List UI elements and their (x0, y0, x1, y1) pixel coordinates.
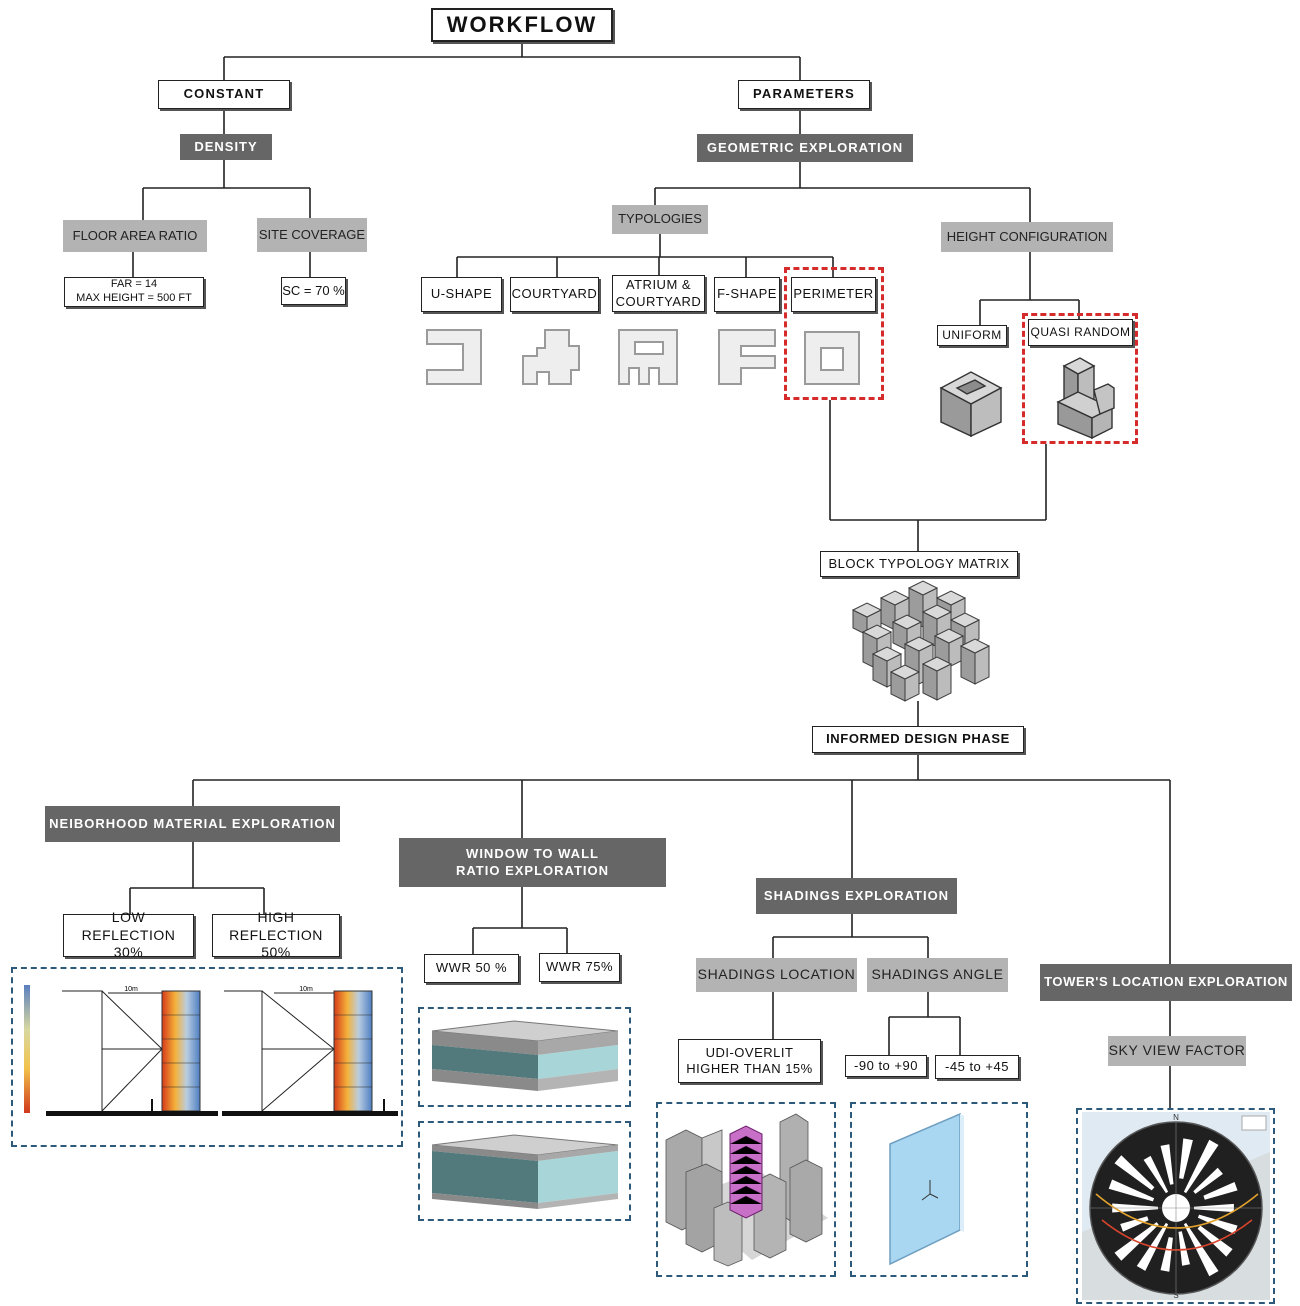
angle-90-node: -90 to +90 (845, 1055, 927, 1077)
block-typology-matrix-node: BLOCK TYPOLOGY MATRIX (820, 551, 1018, 577)
reflection-sections: 10m 10m (24, 985, 398, 1116)
angle-45-node: -45 to +45 (935, 1055, 1019, 1079)
site-coverage-node: SITE COVERAGE (257, 218, 367, 252)
wwr-75-model (431, 1134, 619, 1209)
typology-u-shape: U-SHAPE (421, 277, 502, 312)
typology-courtyard: COURTYARD (510, 277, 599, 312)
shading-angle-panel (889, 1112, 964, 1266)
typology-f-shape: F-SHAPE (714, 277, 780, 312)
high-reflection-node: HIGH REFLECTION 50% (212, 909, 340, 960)
sc-value-node: SC = 70 % (281, 277, 346, 305)
dim-label-1: 10m (124, 986, 138, 993)
tower-location-node: TOWER'S LOCATION EXPLORATION (1040, 964, 1292, 1001)
udi-overlit-node: UDI-OVERLIT HIGHER THAN 15% (678, 1039, 821, 1083)
sky-view-frame (1076, 1108, 1275, 1304)
sky-dome-diagram: N S (1082, 1112, 1270, 1300)
reflection-images-frame (11, 967, 403, 1147)
block-matrix-massing (851, 580, 991, 702)
height-quasi-random: QUASI RANDOM (1028, 319, 1133, 346)
quasi-random-massing-icon (1056, 357, 1115, 440)
wwr-50-frame (418, 1007, 631, 1107)
far-value-node: FAR = 14 MAX HEIGHT = 500 FT (64, 277, 204, 307)
wwr-50-node: WWR 50 % (424, 954, 519, 983)
shadings-exploration-node: SHADINGS EXPLORATION (756, 878, 957, 914)
height-uniform: UNIFORM (937, 325, 1007, 346)
informed-design-phase-node: INFORMED DESIGN PHASE (812, 726, 1024, 753)
shading-location-model (665, 1113, 828, 1267)
constant-node: CONSTANT (158, 80, 290, 109)
wwr-50-model (431, 1020, 619, 1091)
dim-label-2: 10m (299, 986, 313, 993)
perimeter-highlight (784, 267, 884, 400)
uniform-massing-icon (939, 371, 1003, 438)
typologies-node: TYPOLOGIES (612, 205, 708, 234)
typology-perimeter: PERIMETER (791, 277, 876, 312)
geometric-exploration-node: GEOMETRIC EXPLORATION (697, 134, 913, 162)
compass-south: S (1173, 1291, 1178, 1300)
density-node: DENSITY (180, 134, 272, 160)
window-wall-ratio-node: WINDOW TO WALL RATIO EXPLORATION (399, 838, 666, 887)
shadings-angle-frame (850, 1102, 1028, 1277)
sky-view-factor-node: SKY VIEW FACTOR (1108, 1036, 1246, 1066)
low-reflection-node: LOW REFLECTION 30% (63, 909, 194, 960)
parameters-node: PARAMETERS (738, 80, 870, 109)
neighborhood-material-node: NEIBORHOOD MATERIAL EXPLORATION (45, 806, 340, 842)
floor-area-ratio-node: FLOOR AREA RATIO (63, 220, 207, 252)
typology-plan-icons (426, 329, 860, 385)
workflow-title: WORKFLOW (431, 8, 613, 42)
shadings-location-node: SHADINGS LOCATION (696, 958, 857, 992)
wwr-75-node: WWR 75% (539, 953, 620, 982)
shadings-location-frame (656, 1102, 836, 1277)
quasi-random-highlight (1022, 313, 1138, 444)
compass-north: N (1173, 1113, 1179, 1122)
height-configuration-node: HEIGHT CONFIGURATION (941, 222, 1113, 252)
typology-atrium-courtyard: ATRIUM & COURTYARD (612, 275, 705, 312)
wwr-75-frame (418, 1121, 631, 1221)
shadings-angle-node: SHADINGS ANGLE (867, 958, 1008, 992)
